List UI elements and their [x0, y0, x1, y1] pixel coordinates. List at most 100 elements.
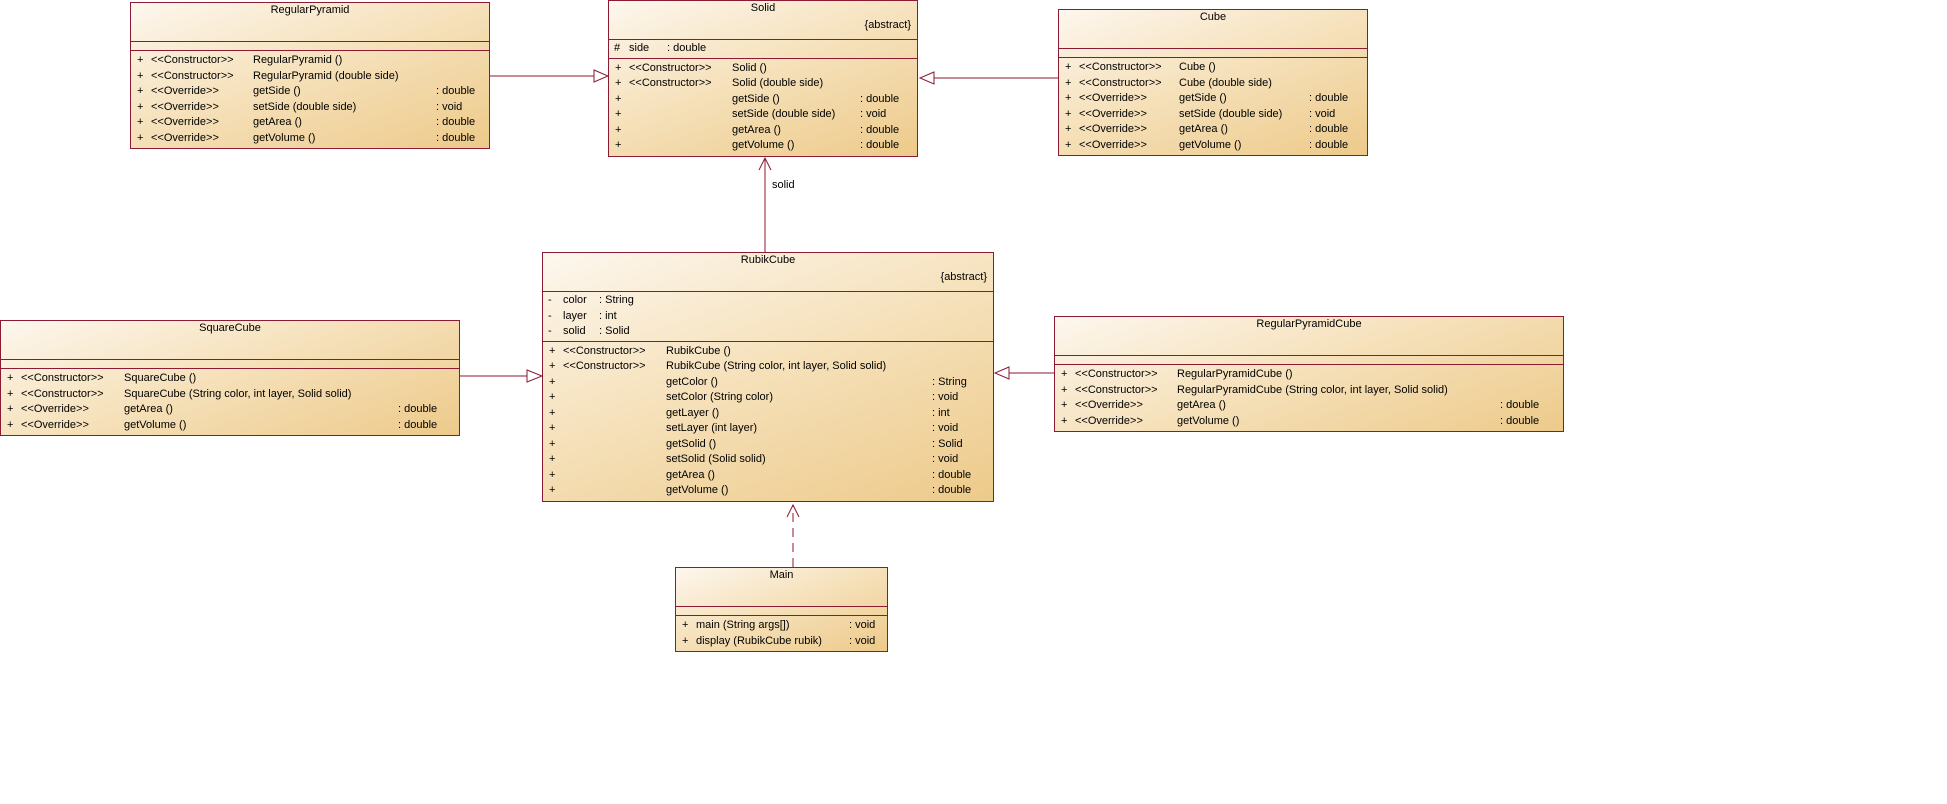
operation-stereotype: <<Override>> [1079, 107, 1147, 120]
class-name: Main [769, 569, 794, 581]
operation-row: +setLayer (int layer): void [543, 421, 993, 436]
attribute-row: -color: String [543, 293, 993, 308]
operation-signature: RubikCube (String color, int layer, Soli… [666, 360, 887, 372]
operation-signature: getLayer () [666, 406, 720, 419]
operation-signature: getVolume () [1179, 138, 1242, 151]
return-type: : int [932, 406, 950, 419]
operation-stereotype: <<Override>> [21, 403, 89, 415]
attribute-type: : double [667, 42, 707, 54]
operation-compartment: +main (String args[]): void+display (Rub… [676, 616, 887, 651]
class-box-regular-pyramid-cube[interactable]: RegularPyramidCube +<<Constructor>>Regula… [1054, 316, 1564, 432]
operation-row: +<<Override>>getArea (): double [131, 115, 489, 130]
operation-row: +<<Constructor>>SquareCube (String color… [1, 387, 459, 402]
operation-row: +getArea (): double [609, 123, 917, 138]
class-name: Solid [750, 2, 776, 14]
compartment-divider [1, 368, 459, 369]
operation-signature: getArea () [1177, 399, 1226, 411]
visibility-marker: + [549, 437, 556, 450]
visibility-marker: + [137, 69, 144, 82]
return-type: : void [436, 100, 463, 113]
compartment-divider [543, 340, 993, 342]
visibility-marker: + [137, 131, 144, 144]
operation-row: +<<Override>>getArea (): double [1059, 122, 1367, 137]
operation-stereotype: <<Constructor>> [21, 372, 104, 384]
return-type: : void [932, 422, 959, 434]
class-box-main[interactable]: Main +main (String args[]): void+display … [675, 567, 888, 652]
return-type: : double [1309, 123, 1349, 135]
operation-row: +<<Override>>getSide (): double [131, 84, 489, 99]
operation-row: +<<Constructor>>RegularPyramidCube (Stri… [1055, 383, 1563, 398]
operation-stereotype: <<Constructor>> [629, 77, 712, 89]
operation-stereotype: <<Override>> [1079, 92, 1147, 104]
operation-stereotype: <<Constructor>> [629, 61, 712, 74]
operation-row: +<<Override>>setSide (double side): void [131, 100, 489, 115]
attribute-row: -layer: int [543, 309, 993, 324]
visibility-marker: + [7, 372, 14, 384]
visibility-marker: + [549, 375, 556, 388]
operation-signature: getArea () [1179, 123, 1228, 135]
compartment-divider [1059, 57, 1367, 58]
operation-row: +<<Override>>getArea (): double [1, 402, 459, 417]
operation-row: +<<Constructor>>Solid (double side) [609, 76, 917, 91]
class-header: Main [676, 568, 887, 606]
visibility-marker: + [1065, 123, 1072, 135]
operation-row: +<<Constructor>>RegularPyramid () [131, 53, 489, 68]
operation-signature: getColor () [666, 375, 718, 388]
return-type: : void [849, 634, 876, 647]
compartment-divider [131, 50, 489, 51]
return-type: : double [1309, 92, 1349, 104]
class-name: RegularPyramidCube [1256, 318, 1362, 330]
attribute-name: solid [563, 325, 586, 337]
operation-signature: SquareCube () [124, 372, 197, 384]
attribute-name: color [563, 294, 587, 306]
operation-signature: setSolid (Solid solid) [666, 453, 766, 465]
attribute-compartment [131, 42, 489, 50]
compartment-divider [131, 41, 489, 42]
return-type: : double [1500, 399, 1540, 411]
visibility-marker: + [7, 418, 14, 431]
class-box-cube[interactable]: Cube+<<Constructor>>Cube ()+<<Constructo… [1058, 9, 1368, 156]
class-header: SquareCube [1, 321, 459, 359]
operation-row: +display (RubikCube rubik): void [676, 634, 887, 649]
compartment-divider [1055, 364, 1563, 365]
operation-signature: RegularPyramid (double side) [253, 69, 399, 82]
operation-signature: RegularPyramidCube () [1177, 368, 1293, 380]
operation-row: +<<Override>>getArea (): double [1055, 398, 1563, 413]
operation-row: +<<Constructor>>Cube (double side) [1059, 76, 1367, 91]
visibility-marker: + [137, 100, 144, 113]
visibility-marker: + [137, 85, 144, 97]
association-role-label: solid [772, 179, 795, 191]
operation-stereotype: <<Override>> [1079, 138, 1147, 151]
return-type: : double [436, 131, 476, 144]
operation-row: +<<Override>>getSide (): double [1059, 91, 1367, 106]
return-type: : void [932, 391, 959, 403]
class-box-regular-pyramid[interactable]: RegularPyramid+<<Constructor>>RegularPyr… [130, 2, 490, 149]
operation-row: +getSolid (): Solid [543, 437, 993, 452]
operation-signature: SquareCube (String color, int layer, Sol… [124, 387, 352, 400]
operation-row: +<<Override>>setSide (double side): void [1059, 107, 1367, 122]
association-arrowhead-solid [758, 156, 772, 171]
operation-compartment: +<<Constructor>>RubikCube ()+<<Construct… [543, 342, 993, 501]
operation-row: +getVolume (): double [543, 483, 993, 498]
operation-row: +<<Override>>getVolume (): double [131, 131, 489, 146]
operation-signature: getArea () [124, 403, 173, 415]
return-type: : double [436, 116, 476, 128]
visibility-marker: + [615, 108, 622, 120]
class-box-solid[interactable]: Solid{abstract}#side: double+<<Construct… [608, 0, 918, 157]
operation-stereotype: <<Override>> [151, 131, 219, 144]
compartment-divider [609, 57, 917, 59]
class-box-rubik-cube[interactable]: RubikCube{abstract}-color: String-layer:… [542, 252, 994, 502]
visibility-marker: + [1065, 92, 1072, 104]
operation-row: +<<Constructor>>RubikCube (String color,… [543, 359, 993, 374]
visibility-marker: + [615, 92, 622, 105]
generalization-arrowhead-rubik-right [993, 366, 1010, 380]
class-box-square-cube[interactable]: SquareCube + <<Constructor>> SquareCube () +… [0, 320, 460, 436]
visibility-marker: + [615, 139, 622, 151]
operation-row: +getLayer (): int [543, 406, 993, 421]
operation-signature: Solid () [732, 61, 767, 74]
operation-row: +getColor (): String [543, 375, 993, 390]
visibility-marker: - [548, 309, 552, 322]
operation-stereotype: <<Constructor>> [1079, 61, 1162, 73]
visibility-marker: + [549, 391, 556, 403]
operation-row: +<<Override>>getVolume (): double [1055, 414, 1563, 429]
